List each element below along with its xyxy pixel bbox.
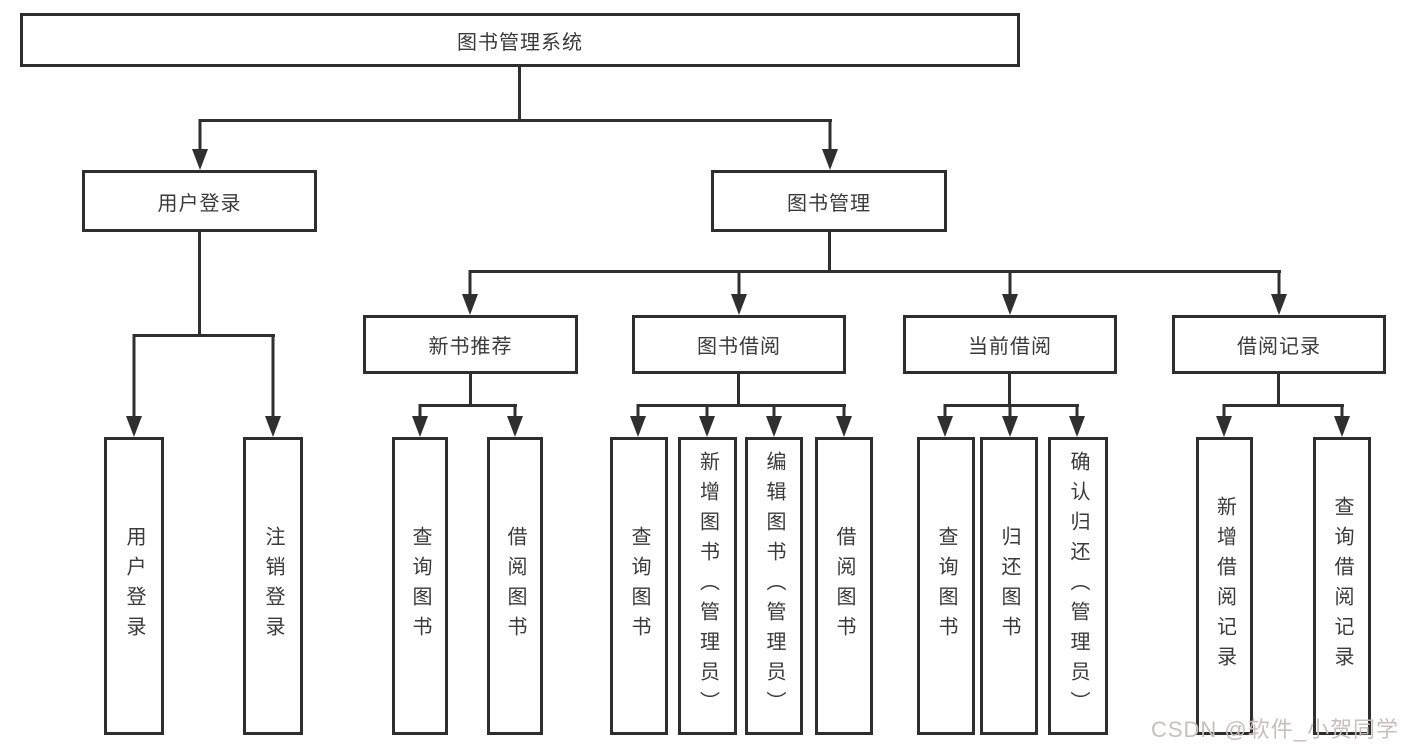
- arrow-down-icon: [1069, 404, 1085, 437]
- connector-records-stem: [1277, 374, 1280, 407]
- node-current-borrowing: 当前借阅: [903, 315, 1117, 374]
- connector-new-book-rail: [419, 404, 517, 407]
- connector-root-stem: [518, 67, 521, 121]
- leaf-add-books-admin: 新增图书（管理员）: [678, 437, 737, 735]
- connector-book-mgmt-stem: [828, 232, 831, 273]
- arrow-down-icon: [462, 270, 478, 315]
- arrow-down-icon: [507, 404, 523, 437]
- leaf-borrow-books: 借阅图书: [815, 437, 873, 735]
- arrow-down-icon: [265, 334, 281, 437]
- arrow-down-icon: [731, 270, 747, 315]
- arrow-down-icon: [1271, 270, 1287, 315]
- connector-borrowing-stem: [737, 374, 740, 407]
- leaf-return-books: 归还图书: [980, 437, 1038, 735]
- arrow-down-icon: [699, 404, 715, 437]
- connector-root-rail: [199, 119, 832, 122]
- leaf-search-borrow-record: 查询借阅记录: [1313, 437, 1371, 735]
- node-book-borrowing: 图书借阅: [632, 315, 846, 374]
- node-borrowing-records: 借阅记录: [1172, 315, 1386, 374]
- arrow-down-icon: [1334, 404, 1350, 437]
- arrow-down-icon: [822, 119, 838, 170]
- leaf-logout: 注销登录: [243, 437, 303, 735]
- connector-current-rail: [944, 404, 1079, 407]
- arrow-down-icon: [836, 404, 852, 437]
- leaf-edit-books-admin: 编辑图书（管理员）: [745, 437, 803, 735]
- csdn-watermark: CSDN @软件_小贺同学: [1150, 717, 1399, 742]
- connector-new-book-stem: [469, 374, 472, 407]
- leaf-search-books-recommend: 查询图书: [392, 437, 448, 735]
- arrow-down-icon: [1216, 404, 1232, 437]
- node-library-management-system: 图书管理系统: [20, 13, 1020, 67]
- arrow-down-icon: [937, 404, 953, 437]
- node-book-management: 图书管理: [711, 170, 947, 232]
- leaf-add-borrow-record: 新增借阅记录: [1196, 437, 1253, 735]
- leaf-confirm-return-admin: 确认归还（管理员）: [1048, 437, 1108, 735]
- arrow-down-icon: [630, 404, 646, 437]
- connector-borrowing-rail: [637, 404, 846, 407]
- arrow-down-icon: [766, 404, 782, 437]
- arrow-down-icon: [412, 404, 428, 437]
- arrow-down-icon: [192, 119, 208, 170]
- connector-book-mgmt-rail: [469, 270, 1281, 273]
- connector-user-login-stem: [198, 232, 201, 337]
- connector-current-stem: [1008, 374, 1011, 407]
- arrow-down-icon: [1002, 270, 1018, 315]
- arrow-down-icon: [126, 334, 142, 437]
- leaf-user-login: 用户登录: [104, 437, 164, 735]
- node-user-login-branch: 用户登录: [82, 170, 317, 232]
- leaf-search-books-borrowing: 查询图书: [610, 437, 668, 735]
- connector-records-rail: [1223, 404, 1344, 407]
- node-new-book-recommendation: 新书推荐: [363, 315, 578, 374]
- connector-user-login-rail: [133, 334, 275, 337]
- arrow-down-icon: [1002, 404, 1018, 437]
- leaf-borrow-books-recommend: 借阅图书: [487, 437, 543, 735]
- leaf-search-books-current: 查询图书: [917, 437, 975, 735]
